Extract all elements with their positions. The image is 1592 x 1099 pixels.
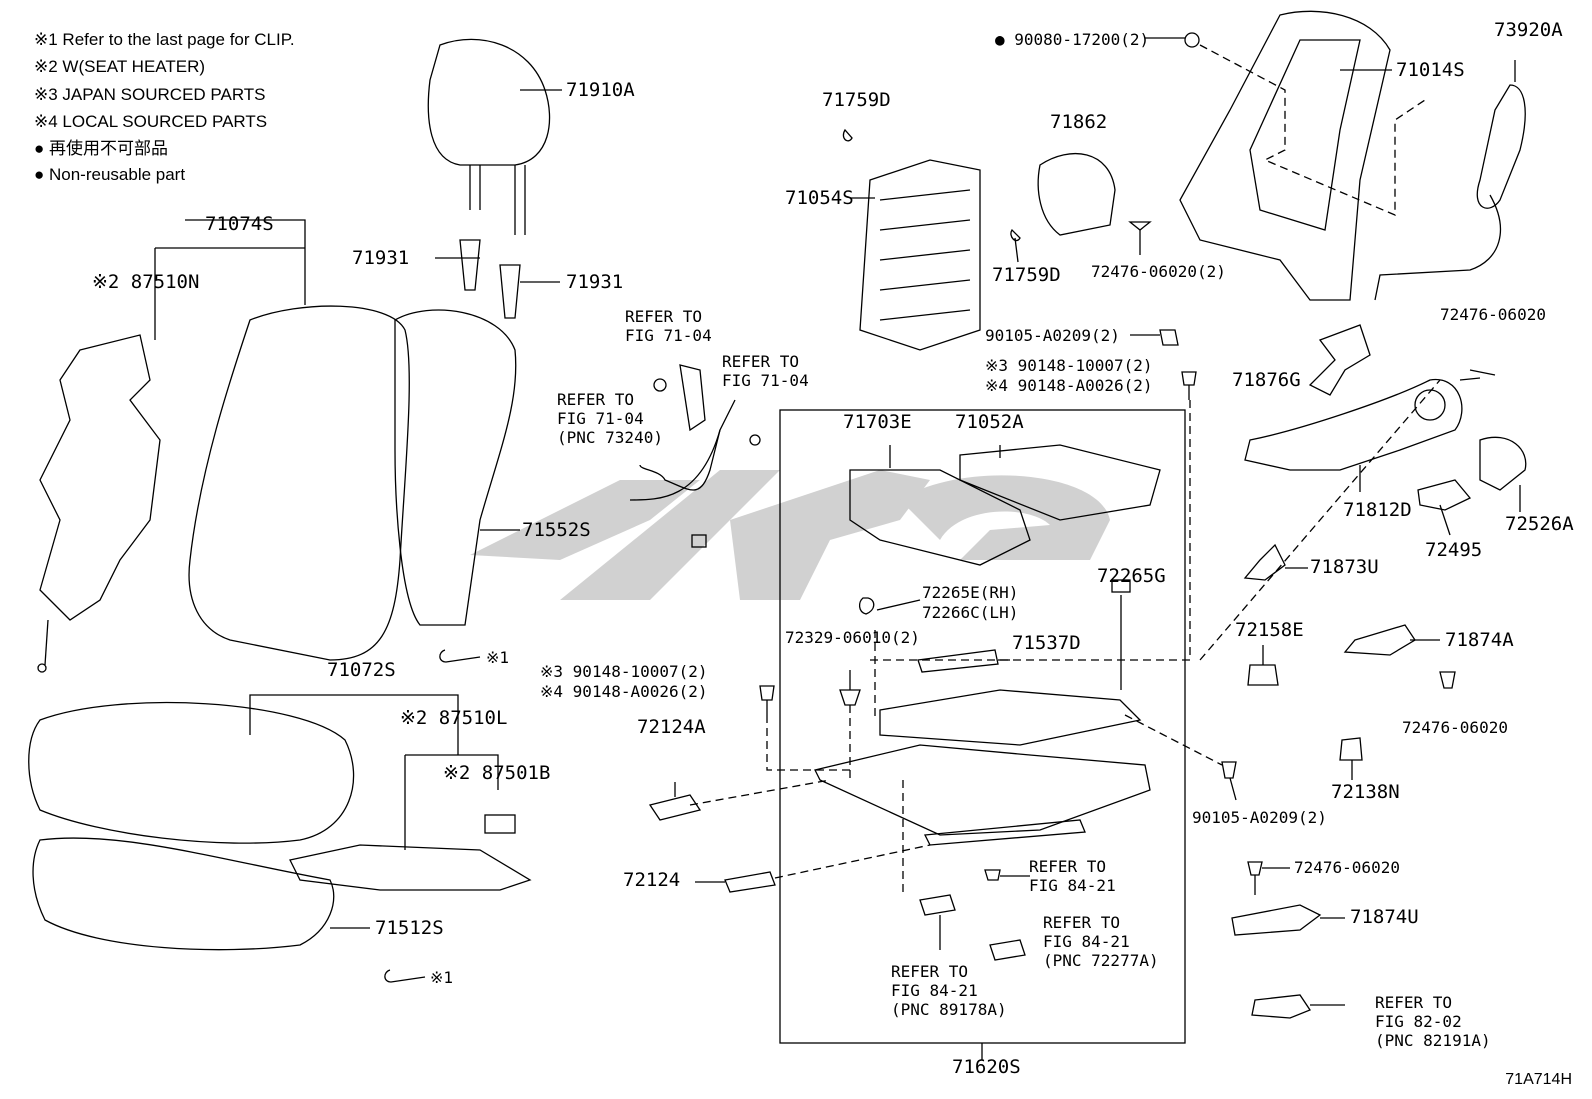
line-art xyxy=(28,10,1527,1060)
part-label: 71759D xyxy=(992,264,1061,286)
side-airbag xyxy=(1476,84,1526,209)
seat-spring xyxy=(959,444,1161,521)
refer-note: REFER TO FIG 84-21 (PNC 89178A) xyxy=(891,962,1007,1019)
legend-clip-note: ※1 Refer to the last page for CLIP. xyxy=(34,30,295,49)
part-label: 71931 xyxy=(352,247,410,269)
part-label-non-reusable: ● 90080-17200(2) xyxy=(995,30,1150,49)
part-label: 71876G xyxy=(1232,369,1301,391)
part-label: 71074S xyxy=(205,213,274,235)
part-label: 71910A xyxy=(566,79,635,101)
back-spring-mat xyxy=(859,159,981,351)
clip-note-marker: ※1 xyxy=(486,648,510,667)
part-label: 71862 xyxy=(1050,111,1108,133)
part-label: 71873U xyxy=(1310,556,1379,578)
refer-note: REFER TO FIG 71-04 (PNC 73240) xyxy=(557,390,663,447)
part-label: ※2 87510N xyxy=(92,271,200,293)
part-label: ※4 90148-A0026(2) xyxy=(540,682,708,701)
legend-non-reusable-jp: ● 再使用不可部品 xyxy=(34,139,168,158)
back-heater-mat xyxy=(39,334,161,621)
part-label: 71537D xyxy=(1012,632,1081,654)
part-label: 71552S xyxy=(522,519,591,541)
clip-note-marker: ※1 xyxy=(430,968,454,987)
part-label: 72476-06020(2) xyxy=(1091,262,1226,281)
part-label: ※3 90148-10007(2) xyxy=(540,662,708,681)
seatback-pad xyxy=(394,309,517,626)
part-label: 71759D xyxy=(822,89,891,111)
part-label: 72476-06020 xyxy=(1402,718,1508,737)
legend-non-reusable-en: ● Non-reusable part xyxy=(34,165,186,184)
part-label: 71072S xyxy=(327,659,396,681)
headrest-shape xyxy=(427,38,551,166)
part-label: 72526A xyxy=(1505,513,1574,535)
part-label: 71812D xyxy=(1343,499,1412,521)
seat-cushion-pad xyxy=(32,837,335,951)
part-label: 71512S xyxy=(375,917,444,939)
refer-note: REFER TO FIG 84-21 (PNC 72277A) xyxy=(1043,913,1159,970)
part-label: 72476-06020 xyxy=(1440,305,1546,324)
refer-note: REFER TO FIG 84-21 xyxy=(1029,857,1116,895)
part-label: 90105-A0209(2) xyxy=(1192,808,1327,827)
part-label: 72265G xyxy=(1097,565,1166,587)
seat-cushion-cover xyxy=(28,701,355,844)
lumbar-support xyxy=(1037,152,1116,236)
part-label: 72329-06010(2) xyxy=(785,628,920,647)
part-label: 71703E xyxy=(843,411,912,433)
refer-note: REFER TO FIG 71-04 xyxy=(722,352,809,390)
part-label: 72158E xyxy=(1235,619,1304,641)
part-label: 71874A xyxy=(1445,629,1514,651)
seat-track xyxy=(814,744,1151,836)
part-label: 90105-A0209(2) xyxy=(985,326,1120,345)
part-label: 71054S xyxy=(785,187,854,209)
part-label: 72138N xyxy=(1331,781,1400,803)
seat-pan xyxy=(849,469,1031,566)
refer-note: REFER TO FIG 82-02 (PNC 82191A) xyxy=(1375,993,1491,1050)
part-label: 72476-06020 xyxy=(1294,858,1400,877)
legend-local-sourced-note: ※4 LOCAL SOURCED PARTS xyxy=(34,112,268,131)
part-label: 72266C(LH) xyxy=(922,603,1019,622)
seat-heater-mat xyxy=(289,844,532,891)
part-label: ※3 90148-10007(2) xyxy=(985,356,1153,375)
part-label: 72124 xyxy=(623,869,681,891)
part-label: 73920A xyxy=(1494,19,1563,41)
legend-japan-sourced-note: ※3 JAPAN SOURCED PARTS xyxy=(34,85,266,104)
part-number: 90080-17200(2) xyxy=(1014,30,1150,49)
refer-note: REFER TO FIG 71-04 xyxy=(625,307,712,345)
part-label: 71052A xyxy=(955,411,1024,433)
legend-seat-heater-note: ※2 W(SEAT HEATER) xyxy=(34,57,206,76)
part-label: 71014S xyxy=(1396,59,1465,81)
seatback-frame xyxy=(1179,10,1391,301)
part-label: ※2 87501B xyxy=(443,762,551,784)
part-label: 72495 xyxy=(1425,539,1483,561)
part-label: ※2 87510L xyxy=(400,707,508,729)
diagram-id: 71A714H xyxy=(1505,1071,1572,1088)
recliner-cover xyxy=(1244,378,1463,471)
seatback-cover xyxy=(188,305,410,661)
part-label: 72124A xyxy=(637,716,706,738)
part-label: ※4 90148-A0026(2) xyxy=(985,376,1153,395)
part-label: 72265E(RH) xyxy=(922,583,1019,602)
part-label: 71874U xyxy=(1350,906,1419,928)
part-label: 71931 xyxy=(566,271,624,293)
part-label: 71620S xyxy=(952,1056,1021,1078)
